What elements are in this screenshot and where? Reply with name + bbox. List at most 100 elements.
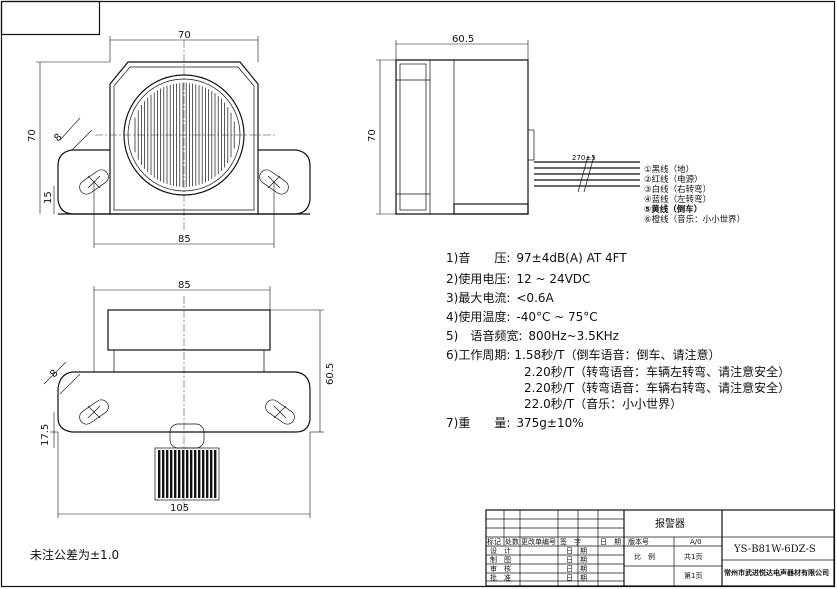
spec-value: 12 ~ 24VDC	[516, 272, 590, 286]
wire-2-label: 红线（电源）	[652, 174, 703, 185]
cable-strand	[186, 450, 189, 498]
bottom-view: 85 60.5 17.5 8 105	[40, 280, 336, 518]
cable-strand	[206, 450, 209, 498]
spec-value: -40°C ~ 75°C	[516, 310, 597, 324]
cable-strand	[170, 450, 173, 498]
cable-strand	[190, 450, 193, 498]
total-pages: 共1页	[684, 552, 702, 561]
svg-text:3)最大电流:<0.6A: 3)最大电流: <0.6A	[446, 291, 555, 305]
wire-2: ②	[644, 175, 652, 185]
svg-text:⑥橙线（音乐：小小世界）: ⑥橙线（音乐：小小世界）	[644, 214, 745, 225]
spec-value: 375g±10%	[516, 416, 583, 430]
spec-label: 1)音 压:	[446, 250, 510, 265]
role-date: 日 期	[566, 574, 587, 582]
title-block: 标记 处数 更改单编号 签 字 日 期 设 计 日 期 制 图 日 期 审 核 …	[485, 509, 835, 587]
wire-1-label: 黑线（地）	[652, 164, 695, 175]
front-height-dim: 70	[27, 129, 38, 142]
bottom-hole-offset-dim: 17.5	[40, 424, 51, 446]
wire-6: ⑥	[644, 215, 652, 225]
role-label: 审 核	[490, 564, 511, 573]
role-date: 日 期	[566, 565, 587, 573]
side-height-dim: 70	[367, 129, 378, 142]
cable-strand	[198, 450, 201, 498]
spec-label: 5) 语音频宽:	[446, 328, 522, 343]
spec-value: 2.20秒/T（转弯语音：车辆左转弯、请注意安全）	[524, 364, 790, 379]
tolerance-note: 未注公差为±1.0	[30, 547, 119, 562]
wire-3: ③	[644, 185, 652, 195]
cable-strand	[182, 450, 185, 498]
spec-label: 4)使用温度:	[446, 309, 510, 324]
spec-label: 7)重 量:	[446, 416, 510, 430]
role-date: 日 期	[566, 556, 587, 564]
cable-strand	[166, 450, 169, 498]
svg-text:2)使用电压:12 ~ 24VDC: 2)使用电压: 12 ~ 24VDC	[446, 271, 590, 286]
cable-strand	[202, 450, 205, 498]
spec-value: 22.0秒/T（音乐：小小世界）	[524, 396, 682, 411]
part-number: YS-B81W-6DZ-S	[733, 544, 816, 555]
cable-strand	[178, 450, 181, 498]
bottom-hole-dim: 8	[48, 368, 60, 380]
version-value: A/0	[690, 538, 702, 546]
role-label: 批 准	[490, 573, 511, 582]
wire-3-label: 白线（右转弯）	[652, 184, 712, 195]
wire-1: ①	[644, 165, 652, 175]
spec-label: 3)最大电流:	[446, 291, 510, 305]
cable-strand	[174, 450, 177, 498]
front-hole-offset-dim: 15	[43, 191, 54, 204]
svg-text:①黑线（地）: ①黑线（地）	[644, 164, 694, 175]
svg-text:1)音 压:97±4dB(A) AT 4FT: 1)音 压: 97±4dB(A) AT 4FT	[446, 250, 627, 265]
scale-label: 比 例	[634, 552, 655, 561]
cable-strand	[158, 450, 161, 498]
spec-list: 1)音 压: 97±4dB(A) AT 4FT 2)使用电压: 12 ~ 24VDC…	[446, 250, 790, 430]
front-span-dim: 85	[178, 234, 191, 245]
version-label: 版本号	[628, 537, 649, 546]
rev-header: 签 字	[560, 537, 581, 546]
rev-header: 更改单编号	[521, 537, 556, 546]
wire-6-label: 橙线（音乐：小小世界）	[652, 214, 746, 225]
bottom-width-dim: 85	[178, 280, 191, 291]
role-date: 日 期	[566, 547, 587, 555]
cable-strand	[194, 450, 197, 498]
spec-value: <0.6A	[516, 291, 554, 305]
wire-4: ④	[644, 195, 652, 205]
svg-text:⑤黄线（倒车）: ⑤黄线（倒车）	[644, 204, 702, 215]
company-name: 常州市武进悦达电声器材有限公司	[724, 568, 829, 577]
svg-text:6)工作周期:1.58秒/T（倒车语音：倒车、请注意）: 6)工作周期: 1.58秒/T（倒车语音：倒车、请注意）	[446, 347, 720, 362]
rev-header: 处数	[505, 537, 519, 546]
spec-label: 2)使用电压:	[446, 271, 510, 286]
bottom-overall-dim: 105	[170, 503, 189, 514]
cable-strand	[162, 450, 165, 498]
page-no: 第1页	[684, 571, 702, 580]
spec-value: 800Hz~3.5KHz	[528, 329, 619, 343]
spec-value: 2.20秒/T（转弯语音：车辆右转弯、请注意安全）	[524, 380, 790, 395]
svg-text:5) 语音频宽:800Hz~3.5KHz: 5) 语音频宽: 800Hz~3.5KHz	[446, 328, 619, 343]
rev-header: 标记	[487, 537, 501, 546]
spec-label: 6)工作周期:	[446, 348, 510, 362]
side-view: 60.5 70 270±5	[367, 34, 640, 215]
spec-value: 97±4dB(A) AT 4FT	[516, 251, 627, 265]
wire-length-dim: 270±5	[572, 154, 596, 162]
side-depth-dim: 60.5	[452, 34, 474, 45]
front-hole-dim: 8	[52, 132, 64, 144]
spec-value: 1.58秒/T（倒车语音：倒车、请注意）	[514, 347, 720, 362]
role-label: 制 图	[490, 555, 511, 564]
wire-4-label: 蓝线（左转弯）	[652, 194, 712, 205]
svg-text:③白线（右转弯）: ③白线（右转弯）	[644, 184, 711, 195]
corner-box	[0, 0, 101, 36]
role-label: 设 计	[490, 546, 511, 555]
cable-strand	[210, 450, 213, 498]
front-view: 70 70 15 8 85	[27, 30, 311, 248]
product-name: 报警器	[655, 517, 685, 530]
cable-strand	[214, 450, 217, 498]
svg-text:④蓝线（左转弯）: ④蓝线（左转弯）	[644, 194, 711, 205]
rev-header: 日 期	[600, 538, 621, 546]
svg-text:7)重 量:375g±10%: 7)重 量: 375g±10%	[446, 416, 584, 430]
front-width-dim: 70	[178, 30, 191, 41]
wire-5: ⑤	[644, 205, 651, 215]
svg-text:②红线（电源）: ②红线（电源）	[644, 174, 703, 185]
svg-text:4)使用温度:-40°C ~ 75°C: 4)使用温度: -40°C ~ 75°C	[446, 309, 598, 324]
wire-5-label: 黄线（倒车）	[651, 204, 702, 215]
wire-legend: ①黑线（地） ②红线（电源） ③白线（右转弯） ④蓝线（左转弯） ⑤黄线（倒车）…	[644, 164, 745, 225]
